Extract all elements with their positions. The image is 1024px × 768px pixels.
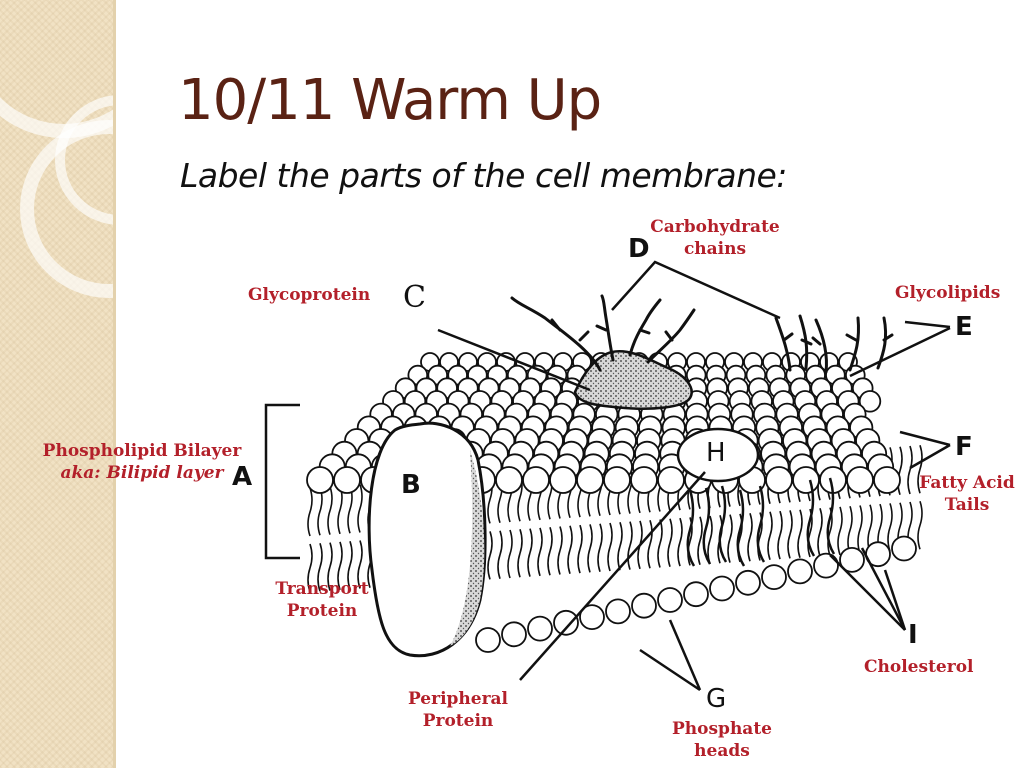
label-letter-c: C: [403, 280, 426, 315]
pointer-i-1: [829, 554, 906, 631]
bilayer-bracket: [264, 403, 300, 560]
label-letter-i: I: [908, 620, 918, 650]
pointer-f-lower: [909, 443, 951, 470]
phosphate-heads-bottom: [475, 535, 917, 653]
pointer-g-2: [668, 619, 702, 691]
glycoprotein-shape: [573, 349, 693, 410]
pointer-d: [611, 260, 781, 320]
label-glycoprotein: Glycoprotein: [248, 285, 371, 305]
label-letter-d: D: [628, 234, 650, 264]
pointer-lines: [437, 260, 951, 692]
label-letter-e: E: [955, 312, 973, 342]
slide-title: 10/11 Warm Up: [178, 68, 602, 133]
label-letter-h: H: [706, 438, 726, 468]
pointer-i-2: [860, 547, 907, 631]
pointer-f-upper: [899, 430, 951, 447]
peripheral-protein-shape: [676, 427, 760, 483]
glycoprotein-carbohydrate-chains: [510, 294, 696, 372]
pointer-e-upper: [904, 320, 951, 329]
label-glycolipids: Glycolipids: [895, 283, 1001, 303]
label-cholesterol: Cholesterol: [864, 657, 974, 677]
label-letter-a: A: [232, 462, 253, 492]
glycolipid-chains: [774, 314, 894, 374]
pointer-c: [437, 328, 591, 392]
slide-subtitle: Label the parts of the cell membrane:: [180, 156, 787, 195]
integral-protein-cluster: [686, 477, 836, 567]
pointer-e-lower: [849, 326, 951, 378]
label-letter-g: G: [706, 684, 727, 714]
label-letter-b: B: [401, 470, 421, 500]
pointer-g-1: [639, 648, 701, 692]
label-letter-f: F: [955, 432, 973, 462]
pointer-i-3: [883, 569, 907, 631]
transport-protein-shading: [450, 450, 485, 646]
pointer-h: [519, 471, 706, 681]
decorative-sidebar: [0, 0, 113, 768]
sidebar-edge: [113, 0, 116, 768]
